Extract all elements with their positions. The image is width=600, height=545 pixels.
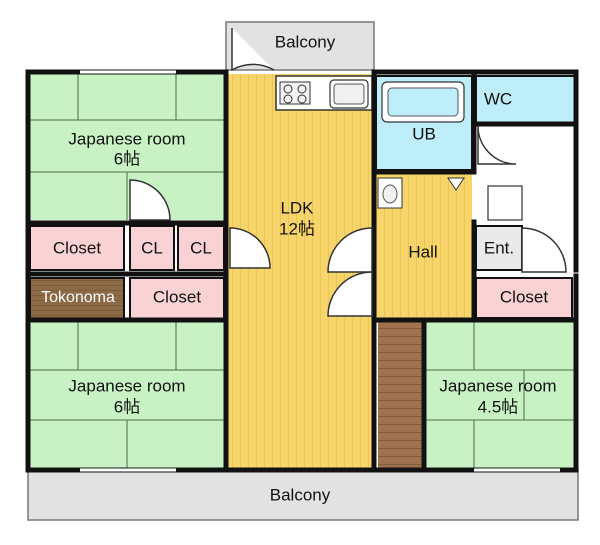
ldk-label: LDK: [280, 198, 314, 217]
closet-middle: [129, 277, 225, 321]
closet-left: [29, 225, 125, 271]
door-swings: [129, 28, 567, 317]
entrance-label: Ent.: [484, 238, 514, 257]
ub-label: UB: [412, 124, 436, 143]
windows: [80, 70, 560, 472]
entrance: [475, 225, 523, 271]
cl-1-label: CL: [141, 238, 163, 257]
closet-right-label: Closet: [500, 287, 548, 306]
hall-label: Hall: [408, 242, 437, 261]
japanese-room-top-left-label: Japanese room: [68, 129, 185, 148]
japanese-room-top-left-size: 6帖: [114, 149, 140, 168]
balcony-top-label: Balcony: [275, 32, 336, 51]
washer-icon: [487, 185, 523, 221]
closet-middle-label: Closet: [153, 287, 201, 306]
wc-label: WC: [484, 89, 512, 108]
japanese-room-bottom-left-size: 6帖: [114, 397, 140, 416]
tokonoma: [29, 277, 125, 321]
wc: [475, 75, 577, 125]
stairs: [378, 322, 424, 468]
ldk-size: 12帖: [279, 219, 315, 238]
stove-icon: [279, 81, 311, 105]
balcony-bottom: [27, 469, 579, 521]
japanese-room-bottom-left-label: Japanese room: [68, 376, 185, 395]
cl-1: [129, 225, 175, 271]
balcony-bottom-label: Balcony: [270, 485, 331, 504]
japanese-room-bottom-right-label: Japanese room: [439, 376, 556, 395]
closet-left-label: Closet: [53, 238, 101, 257]
triangle-icon: [447, 177, 465, 191]
tokonoma-label: Tokonoma: [41, 289, 115, 306]
japanese-room-bottom-right: [426, 322, 574, 470]
japanese-room-bottom-right-size: 4.5帖: [478, 397, 519, 416]
cl-2-label: CL: [190, 238, 212, 257]
walls: [25, 69, 579, 473]
